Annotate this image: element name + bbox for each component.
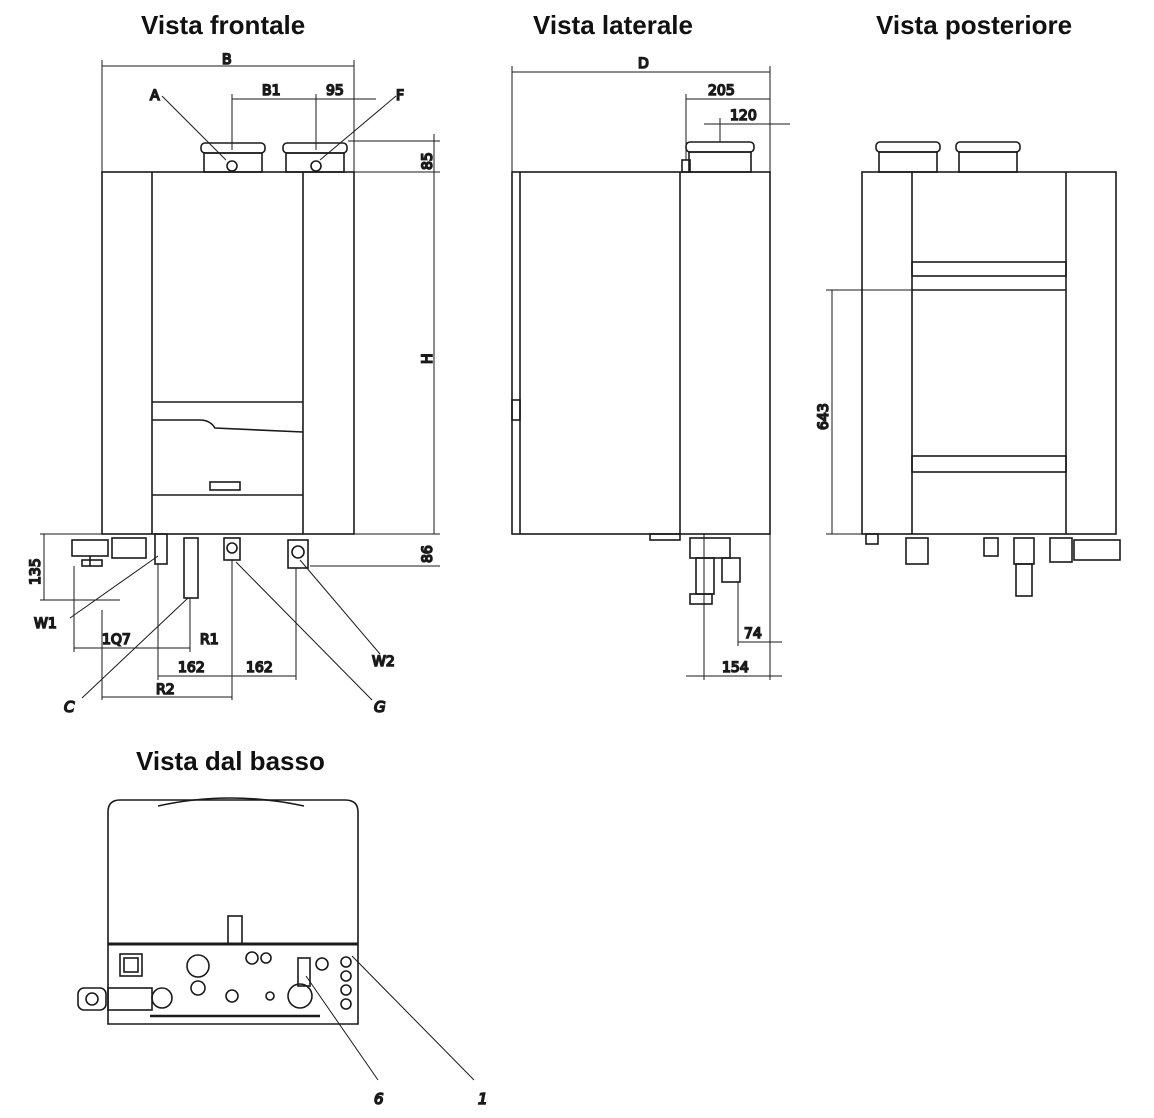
side-bottom-fittings — [649, 533, 741, 605]
front-width-label: B — [222, 52, 232, 68]
front-boiler-body — [101, 171, 355, 535]
front-b1-label: B1 — [262, 83, 281, 99]
front-flue-connectors — [200, 142, 348, 173]
bottom-fittings — [77, 915, 352, 1018]
front-label-f: F — [396, 88, 404, 104]
bottom-label-6: 6 — [374, 1090, 384, 1108]
front-top-85: 85 — [420, 152, 436, 170]
title-front-view: Vista frontale — [141, 10, 306, 40]
front-left-135: 135 — [28, 558, 44, 585]
bottom-label-1: 1 — [478, 1090, 488, 1108]
rear-view — [826, 141, 1121, 597]
front-bottom-fittings — [71, 533, 309, 599]
rear-dimension-lines — [826, 289, 912, 535]
front-control-panel — [152, 401, 304, 433]
rear-flue-connector-right — [955, 141, 1021, 153]
front-dimension-lines — [40, 60, 440, 701]
side-view — [511, 66, 790, 680]
rear-bottom-fittings — [865, 533, 1121, 597]
front-offset-95: 95 — [326, 83, 344, 99]
front-label-c: C — [64, 698, 75, 716]
rear-boiler-body — [861, 171, 1117, 535]
front-dim-162-b: 162 — [246, 660, 273, 676]
bottom-leader-lines — [305, 955, 475, 1081]
front-display-window — [209, 481, 241, 491]
rear-lower-bracket — [911, 455, 1067, 473]
side-dim-205: 205 — [708, 83, 735, 99]
front-dim-r1: R1 — [200, 632, 219, 648]
side-boiler-body — [511, 171, 771, 535]
side-dim-120: 120 — [730, 108, 757, 124]
title-rear-view: Vista posteriore — [876, 10, 1073, 40]
front-view — [40, 60, 440, 701]
front-dim-107: 1Q7 — [102, 632, 131, 648]
front-label-g: G — [374, 698, 386, 716]
front-dim-r2: R2 — [156, 682, 175, 698]
front-dim-162-a: 162 — [178, 660, 205, 676]
rear-flue-connector-left — [875, 141, 941, 153]
side-flue-connector — [685, 141, 755, 153]
bottom-view — [77, 797, 475, 1081]
side-dim-154: 154 — [722, 660, 749, 676]
front-label-w1: W1 — [34, 616, 57, 632]
side-dimension-lines — [511, 66, 790, 680]
side-depth-label: D — [638, 56, 649, 72]
title-bottom-view: Vista dal basso — [136, 746, 325, 776]
rear-upper-bracket — [911, 261, 1067, 277]
side-dim-74: 74 — [744, 626, 762, 642]
front-label-a: A — [150, 88, 160, 104]
front-label-w2: W2 — [372, 654, 395, 670]
title-side-view: Vista laterale — [533, 10, 693, 40]
front-height-label: H — [420, 353, 436, 364]
front-bottom-86: 86 — [420, 545, 436, 563]
rear-dim-643: 643 — [816, 403, 832, 430]
bottom-boiler-outline — [107, 799, 359, 1025]
